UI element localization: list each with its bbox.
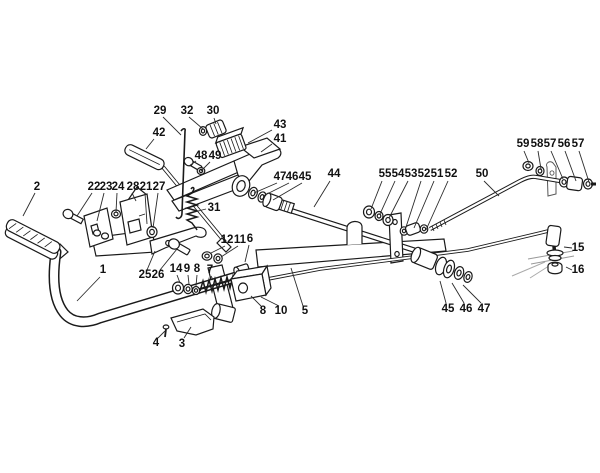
label-8-b: 8 <box>260 305 267 317</box>
label-8-a: 8 <box>194 263 201 275</box>
label-43: 43 <box>274 119 287 131</box>
nut-24 <box>110 209 122 219</box>
brake-arm <box>166 137 282 212</box>
label-52-b: 52 <box>445 168 458 180</box>
label-21: 21 <box>140 181 153 193</box>
label-56: 56 <box>558 138 571 150</box>
u-clamp <box>346 220 363 245</box>
washer-set-55-54-53 <box>362 205 394 227</box>
rod-end-fittings-56-57 <box>558 175 596 192</box>
label-57-a: 57 <box>544 138 557 150</box>
spring-31 <box>184 186 200 231</box>
label-28: 28 <box>127 181 140 193</box>
spring-7 <box>199 273 237 295</box>
label-45-bottom: 45 <box>442 303 455 315</box>
trunnion-block-10 <box>229 264 272 302</box>
label-44: 44 <box>328 168 341 180</box>
brake-rod <box>251 229 549 284</box>
label-46-top: 46 <box>286 171 299 183</box>
label-46-bottom: 46 <box>460 303 473 315</box>
label-41: 41 <box>274 133 287 145</box>
label-10: 10 <box>275 305 288 317</box>
label-24: 24 <box>112 181 125 193</box>
floor-bracket <box>170 308 215 336</box>
bolt-26 <box>168 238 191 256</box>
ball-joint-15 <box>511 224 575 279</box>
pedal-rubber-43 <box>214 126 247 159</box>
label-1: 1 <box>100 264 107 276</box>
nut-59-washer-58 <box>522 160 545 177</box>
label-55: 55 <box>379 168 392 180</box>
washers-14-9-8 <box>171 281 201 296</box>
washer-32 <box>198 125 208 136</box>
label-3: 3 <box>179 338 185 350</box>
label-47-top: 47 <box>274 171 287 183</box>
label-53: 53 <box>405 168 418 180</box>
label-57-b: 57 <box>572 138 585 150</box>
label-30: 30 <box>207 105 220 117</box>
label-2: 2 <box>34 181 40 193</box>
label-14: 14 <box>170 263 183 275</box>
pedal-pad <box>4 219 61 260</box>
label-27: 27 <box>153 181 166 193</box>
label-11: 11 <box>234 234 247 246</box>
sleeve-and-rollers <box>410 246 473 283</box>
label-54: 54 <box>392 168 405 180</box>
washer-11 <box>213 253 223 264</box>
bolt-22 <box>62 208 85 225</box>
label-45-top: 45 <box>299 171 312 183</box>
label-23: 23 <box>100 181 113 193</box>
label-48: 48 <box>195 150 208 162</box>
retainer-pin <box>162 324 170 338</box>
label-22: 22 <box>88 181 101 193</box>
rod-end-joint-set <box>399 222 429 236</box>
label-12: 12 <box>221 234 234 246</box>
upper-link-rod <box>429 174 561 232</box>
label-16: 16 <box>572 264 585 276</box>
label-49: 49 <box>209 150 222 162</box>
label-32: 32 <box>181 105 194 117</box>
rod-29 <box>175 127 186 220</box>
label-29: 29 <box>154 105 167 117</box>
label-26: 26 <box>152 269 165 281</box>
arm-bushings-47-46-45 <box>247 186 283 212</box>
label-9: 9 <box>184 263 190 275</box>
nut-16 <box>547 261 563 275</box>
support-bracket-plate <box>388 212 404 264</box>
rubber-cap-30 <box>205 119 227 139</box>
leader-lines <box>22 116 590 339</box>
part-labels: 29 32 30 43 41 42 48 49 2 22 23 24 28 21… <box>34 105 585 350</box>
washer-27 <box>146 225 158 239</box>
nut-12 <box>201 251 213 261</box>
label-7: 7 <box>207 264 213 276</box>
label-31: 31 <box>208 202 221 214</box>
label-50: 50 <box>476 168 489 180</box>
label-52-a: 52 <box>418 168 431 180</box>
label-51: 51 <box>431 168 444 180</box>
label-25: 25 <box>139 269 152 281</box>
label-58: 58 <box>531 138 544 150</box>
label-15: 15 <box>572 242 585 254</box>
label-42: 42 <box>153 127 166 139</box>
label-59: 59 <box>517 138 530 150</box>
label-47-bottom: 47 <box>478 303 491 315</box>
label-4: 4 <box>153 337 160 349</box>
label-6: 6 <box>247 233 253 245</box>
label-5: 5 <box>302 305 309 317</box>
